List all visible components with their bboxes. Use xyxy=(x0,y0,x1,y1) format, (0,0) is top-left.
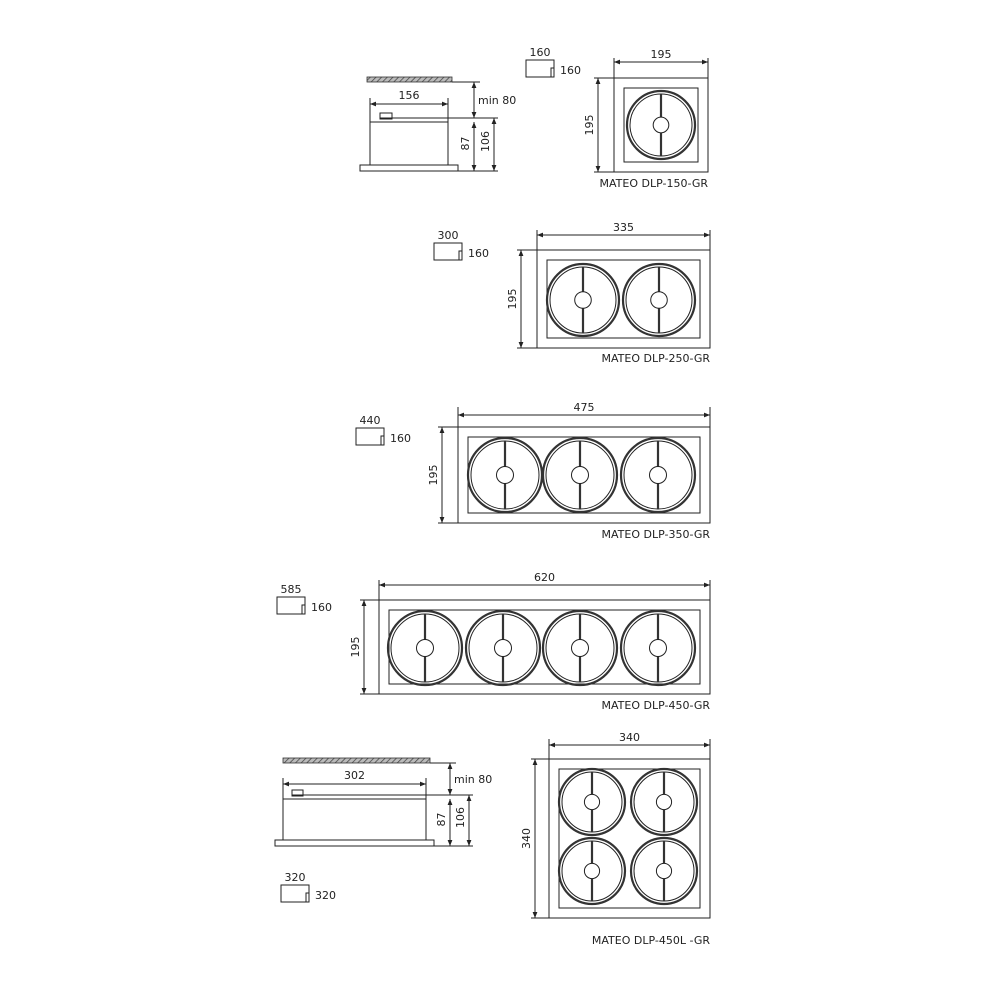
burner-ring xyxy=(557,767,627,837)
burner-hub xyxy=(570,465,590,485)
countertop-hatched xyxy=(366,76,453,83)
total-height-label: 106 xyxy=(479,131,492,152)
burner-hub xyxy=(652,116,670,134)
width-label: 195 xyxy=(651,48,672,61)
body-height-label: 87 xyxy=(459,137,472,151)
burner-hub xyxy=(583,793,601,811)
height-label: 195 xyxy=(349,637,362,658)
clearance-label: min 80 xyxy=(454,773,492,786)
burner-ring xyxy=(629,836,699,906)
model-name-label: MATEO DLP-450-GR xyxy=(602,699,711,712)
frame-outer xyxy=(378,599,711,695)
frame-inner xyxy=(623,87,699,163)
model-name-label: MATEO DLP-150-GR xyxy=(600,177,709,190)
cutout-marker xyxy=(305,892,310,903)
cutout-symbol xyxy=(355,427,385,446)
cutout-symbol xyxy=(280,884,310,903)
burner-ring xyxy=(625,89,697,161)
cutout-symbol xyxy=(433,242,463,261)
frame-inner xyxy=(558,768,701,909)
burner-hub xyxy=(583,862,601,880)
cutout-height-label: 160 xyxy=(390,432,411,445)
width-label: 620 xyxy=(534,571,555,584)
burner-ring xyxy=(386,609,464,687)
model-name-label: MATEO DLP-450L -GR xyxy=(592,934,710,947)
cutout-marker xyxy=(380,435,385,446)
burner-hub xyxy=(495,465,515,485)
body-width-label: 156 xyxy=(399,89,420,102)
cutout-height-label: 320 xyxy=(315,889,336,902)
burner-ring xyxy=(621,262,697,338)
body-height-label: 87 xyxy=(435,813,448,827)
cutout-width-label: 440 xyxy=(360,414,381,427)
burner-ring xyxy=(464,609,542,687)
body-width-label: 302 xyxy=(344,769,365,782)
burner-hub xyxy=(655,793,673,811)
burner-hub xyxy=(650,291,668,309)
cutout-height-label: 160 xyxy=(311,601,332,614)
width-label: 340 xyxy=(619,731,640,744)
cutout-width-label: 300 xyxy=(438,229,459,242)
model-name-label: MATEO DLP-350-GR xyxy=(602,528,711,541)
height-label: 195 xyxy=(583,115,596,136)
connector-bump xyxy=(379,112,393,120)
height-label: 195 xyxy=(506,289,519,310)
burner-hub xyxy=(648,638,668,658)
cutout-width-label: 160 xyxy=(530,46,551,59)
base-flange xyxy=(359,164,459,172)
cutout-height-label: 160 xyxy=(560,64,581,77)
burner-ring xyxy=(619,436,697,514)
housing-body xyxy=(369,121,449,166)
height-label: 195 xyxy=(427,465,440,486)
model-name-label: MATEO DLP-250-GR xyxy=(602,352,711,365)
burner-hub xyxy=(574,291,592,309)
burner-ring xyxy=(619,609,697,687)
cutout-marker xyxy=(458,250,463,261)
burner-ring xyxy=(541,436,619,514)
burner-hub xyxy=(415,638,435,658)
connector-bump xyxy=(291,789,304,797)
frame-outer xyxy=(457,426,711,524)
clearance-label: min 80 xyxy=(478,94,516,107)
frame-outer xyxy=(548,758,711,919)
countertop-hatched xyxy=(282,757,431,764)
cutout-width-label: 585 xyxy=(281,583,302,596)
cutout-marker xyxy=(301,604,306,615)
burner-ring xyxy=(557,836,627,906)
burner-ring xyxy=(629,767,699,837)
base-flange xyxy=(274,839,435,847)
height-label: 340 xyxy=(520,828,533,849)
burner-ring xyxy=(545,262,621,338)
cutout-width-label: 320 xyxy=(285,871,306,884)
frame-outer xyxy=(536,249,711,349)
cutout-height-label: 160 xyxy=(468,247,489,260)
width-label: 475 xyxy=(574,401,595,414)
frame-outer xyxy=(613,77,709,173)
burner-ring xyxy=(541,609,619,687)
burner-hub xyxy=(648,465,668,485)
cutout-marker xyxy=(550,67,555,78)
cutout-symbol xyxy=(276,596,306,615)
cutout-symbol xyxy=(525,59,555,78)
housing-body xyxy=(282,798,427,841)
burner-hub xyxy=(655,862,673,880)
burner-hub xyxy=(493,638,513,658)
total-height-label: 106 xyxy=(454,807,467,828)
burner-hub xyxy=(570,638,590,658)
width-label: 335 xyxy=(613,221,634,234)
